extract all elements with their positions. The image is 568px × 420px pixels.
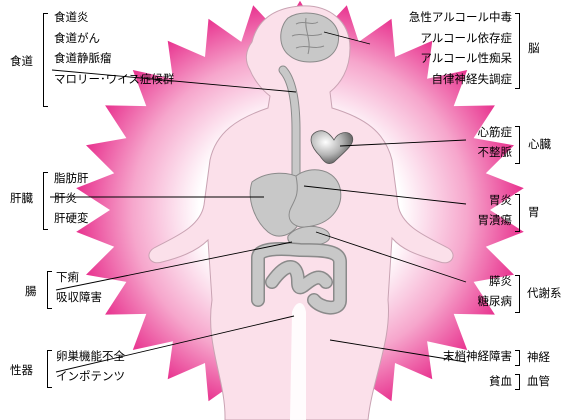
condition-alcoholic-dementia: アルコール性痴呆	[409, 48, 512, 69]
category-stomach: 胃	[528, 204, 540, 220]
condition-peripheral-neuropathy: 末梢神経障害	[443, 347, 512, 365]
category-nerve: 神経	[527, 349, 550, 365]
condition-cirrhosis: 肝硬変	[54, 208, 89, 228]
blood-conditions: 貧血	[489, 372, 512, 390]
bracket-reproductive	[47, 350, 52, 388]
condition-pancreatitis: 膵炎	[478, 271, 513, 291]
metabolism-conditions: 膵炎 糖尿病	[478, 271, 513, 311]
esophagus-conditions: 食道炎 食道がん 食道静脈瘤 マロリー･ワイス症候群	[54, 7, 174, 89]
bracket-brain	[515, 13, 520, 89]
bracket-heart	[515, 126, 520, 164]
liver-conditions: 脂肪肝 肝炎 肝硬変	[54, 168, 89, 228]
condition-cardiomyopathy: 心筋症	[478, 122, 513, 142]
category-intestine: 腸	[25, 283, 37, 299]
condition-diarrhea: 下痢	[56, 267, 102, 287]
category-liver: 肝臓	[10, 190, 33, 206]
condition-esophageal-cancer: 食道がん	[54, 28, 174, 49]
condition-acute-alcohol-poisoning: 急性アルコール中毒	[409, 7, 512, 28]
condition-gastritis: 胃炎	[478, 190, 513, 210]
nerve-conditions: 末梢神経障害	[443, 347, 512, 365]
stomach-conditions: 胃炎 胃潰瘍	[478, 190, 513, 230]
bracket-metabolism	[515, 275, 520, 313]
condition-autonomic-disorder: 自律神経失調症	[409, 69, 512, 90]
condition-hepatitis: 肝炎	[54, 188, 89, 208]
bracket-blood	[515, 374, 520, 390]
condition-gastric-ulcer: 胃潰瘍	[478, 210, 513, 230]
bracket-liver	[43, 172, 48, 230]
condition-alcohol-dependence: アルコール依存症	[409, 28, 512, 49]
condition-anemia: 貧血	[489, 372, 512, 390]
bracket-esophagus	[43, 13, 48, 107]
category-esophagus: 食道	[10, 53, 33, 69]
condition-malabsorption: 吸収障害	[56, 287, 102, 307]
bracket-stomach	[515, 194, 520, 232]
condition-ovarian-dysfunction: 卵巣機能不全	[56, 346, 125, 366]
bracket-nerve	[515, 350, 520, 366]
condition-diabetes: 糖尿病	[478, 291, 513, 311]
category-brain: 脳	[528, 40, 540, 56]
category-blood: 血管	[527, 373, 550, 389]
brain-conditions: 急性アルコール中毒 アルコール依存症 アルコール性痴呆 自律神経失調症	[409, 7, 512, 89]
condition-mallory-weiss: マロリー･ワイス症候群	[54, 69, 174, 90]
condition-arrhythmia: 不整脈	[478, 142, 513, 162]
condition-esophageal-varices: 食道静脈瘤	[54, 48, 174, 69]
reproductive-conditions: 卵巣機能不全 インポテンツ	[56, 346, 125, 386]
heart-conditions: 心筋症 不整脈	[478, 122, 513, 162]
intestine-conditions: 下痢 吸収障害	[56, 267, 102, 307]
condition-impotence: インポテンツ	[56, 366, 125, 386]
bracket-intestine	[47, 271, 52, 309]
condition-esophagitis: 食道炎	[54, 7, 174, 28]
condition-fatty-liver: 脂肪肝	[54, 168, 89, 188]
category-reproductive: 性器	[10, 362, 33, 378]
category-metabolism: 代謝系	[527, 285, 562, 301]
brain-organ	[281, 13, 339, 62]
category-heart: 心臓	[528, 136, 551, 152]
